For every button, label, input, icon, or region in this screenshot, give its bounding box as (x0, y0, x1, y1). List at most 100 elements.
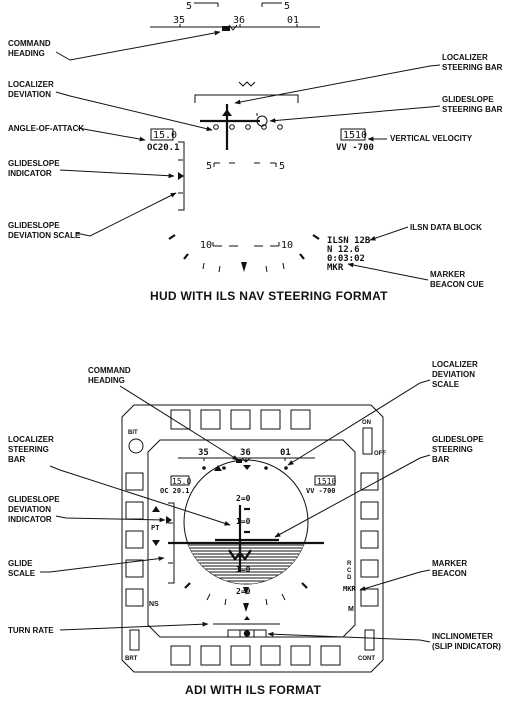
label-adi-glideslope-deviation-indicator: GLIDESLOPE (8, 495, 60, 504)
label-glideslope-deviation-scale: DEVIATION SCALE (8, 231, 81, 240)
label-angle-of-attack: ANGLE-OF-ATTACK (8, 124, 84, 133)
label-adi-glideslope-steering-bar: STEERING (432, 445, 473, 454)
adi-pushbutton[interactable] (125, 559, 144, 578)
adi-glideslope-deviation-scale: PT (151, 502, 175, 584)
adi-pitch-mark: 2=0 (236, 494, 251, 503)
label-vertical-velocity: VERTICAL VELOCITY (390, 134, 473, 143)
label-localizer-deviation: DEVIATION (8, 90, 51, 99)
hud-tape-mark-left: 5 (186, 1, 192, 12)
adi-rcd-label: C (347, 568, 352, 574)
adi-pushbutton[interactable] (125, 501, 144, 520)
adi-turn-rate (213, 616, 280, 625)
adi-pushbutton[interactable] (230, 645, 251, 666)
adi-bottom-buttons (170, 645, 341, 666)
label-glideslope-indicator: INDICATOR (8, 169, 52, 178)
adi-aoa-value: 15.0 (172, 477, 191, 486)
adi-aoa-sub: OC 20.1 (160, 487, 190, 495)
adi-top-buttons (170, 409, 311, 430)
label-ilsn-data-block: ILSN DATA BLOCK (410, 223, 482, 232)
adi-power-switch[interactable] (362, 427, 373, 455)
adi-pushbutton[interactable] (320, 645, 341, 666)
adi-pushbutton[interactable] (230, 409, 251, 430)
hud-ilsn-line: ILSN 12B (327, 236, 371, 246)
adi-brt-rocker[interactable] (129, 629, 140, 651)
label-adi-localizer-steering-bar: STEERING (8, 445, 49, 454)
label-adi-glide-scale: SCALE (8, 569, 36, 578)
hud-caption: HUD WITH ILS NAV STEERING FORMAT (150, 289, 388, 303)
adi-pitch-mark: 2=0 (236, 587, 251, 596)
adi-left-buttons (125, 472, 144, 607)
hud-bank-scale (168, 234, 320, 273)
label-glideslope-indicator: GLIDESLOPE (8, 159, 60, 168)
label-adi-marker-beacon: MARKER (432, 559, 467, 568)
label-adi-command-heading: COMMAND (88, 366, 131, 375)
label-command-heading: COMMAND (8, 39, 51, 48)
adi-inclinometer (227, 629, 267, 638)
adi-cont-label: CONT (358, 656, 375, 662)
adi-vv-sub: VV -700 (306, 487, 336, 495)
label-adi-glide-scale: GLIDE (8, 559, 33, 568)
adi-pushbutton[interactable] (360, 588, 379, 607)
hud-aoa-box (150, 128, 174, 141)
adi-leader-lines (40, 379, 431, 643)
adi-off-label: OFF (374, 451, 386, 457)
hud-heading-tape: 5 5 35 36 01 (150, 1, 320, 31)
hud-command-heading-marker (222, 26, 230, 31)
adi-m-label: M (348, 606, 354, 613)
hud-pitch-label: 5 (206, 161, 212, 172)
adi-pushbutton[interactable] (260, 645, 281, 666)
adi-pushbutton[interactable] (360, 501, 379, 520)
label-adi-marker-beacon: BEACON (432, 569, 467, 578)
adi-waterline-symbol (228, 549, 252, 562)
adi-glideslope-deviation-indicator (166, 516, 172, 524)
hud-ilsn-line: N 12.6 (327, 245, 360, 255)
adi-vv-box (314, 475, 336, 486)
hud-heading-tick-label: 36 (233, 15, 245, 26)
adi-pushbutton[interactable] (200, 409, 221, 430)
adi-caption: ADI WITH ILS FORMAT (185, 683, 321, 697)
adi-pushbutton[interactable] (360, 472, 379, 491)
adi-attitude-ball: 2=0 1=0 1=0 2=0 (168, 459, 324, 596)
adi-heading-tick-label: 36 (240, 448, 251, 458)
label-command-heading: HEADING (8, 49, 45, 58)
hud-velocity-vector (256, 115, 268, 127)
hud-marker-beacon-cue: MKR (327, 263, 344, 273)
adi-pushbutton[interactable] (290, 409, 311, 430)
hud-ilsn-line: 0:03:02 (327, 254, 365, 264)
adi-rcd-label: D (347, 575, 352, 581)
adi-pitch-mark: 1=0 (236, 565, 251, 574)
adi-bit-knob[interactable] (128, 438, 144, 454)
adi-pushbutton[interactable] (260, 409, 281, 430)
label-adi-localizer-deviation-scale: LOCALIZER (432, 360, 478, 369)
adi-pushbutton[interactable] (200, 645, 221, 666)
adi-pushbutton[interactable] (360, 559, 379, 578)
label-localizer-steering-bar: LOCALIZER (442, 53, 488, 62)
hud-figure: 5 5 35 36 01 (8, 1, 503, 303)
hud-tape-mark-right: 5 (284, 1, 290, 12)
adi-bit-label: BIT (128, 430, 138, 436)
hud-pitch-label: 5 (279, 161, 285, 172)
adi-aoa-box (170, 475, 190, 486)
adi-pushbutton[interactable] (170, 645, 191, 666)
adi-pushbutton[interactable] (125, 472, 144, 491)
adi-pushbutton[interactable] (290, 645, 311, 666)
label-glideslope-steering-bar: STEERING BAR (442, 105, 503, 114)
hud-localizer-deviation-dots (213, 124, 283, 130)
label-adi-localizer-steering-bar: LOCALIZER (8, 435, 54, 444)
adi-figure: BIT ON OFF BRT CONT INS M R C D 35 36 01 (8, 360, 501, 697)
adi-pushbutton[interactable] (170, 409, 191, 430)
adi-pushbutton[interactable] (125, 588, 144, 607)
adi-pushbutton[interactable] (360, 530, 379, 549)
adi-vv-value: 1510 (317, 477, 336, 486)
label-adi-turn-rate: TURN RATE (8, 626, 54, 635)
adi-display-area (147, 439, 356, 638)
hud-waterline-symbol (238, 81, 256, 87)
label-adi-localizer-steering-bar: BAR (8, 455, 26, 464)
label-marker-beacon-cue: MARKER (430, 270, 465, 279)
label-marker-beacon-cue: BEACON CUE (430, 280, 484, 289)
adi-pushbutton[interactable] (125, 530, 144, 549)
hud-heading-tick-label: 35 (173, 15, 185, 26)
adi-cont-rocker[interactable] (364, 629, 375, 651)
label-adi-localizer-deviation-scale: DEVIATION (432, 370, 475, 379)
